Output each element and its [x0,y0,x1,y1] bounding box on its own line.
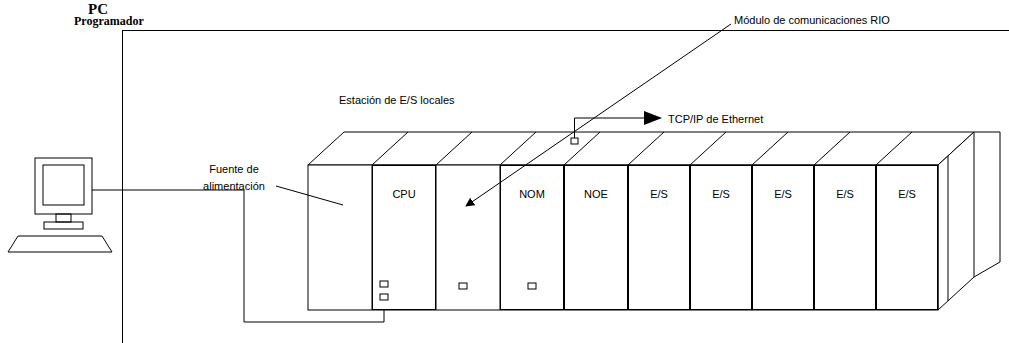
module-label: NOE [584,188,608,200]
module-label: E/S [836,188,854,200]
io-module: E/S [690,165,752,310]
ethernet-line [575,118,649,138]
nom-module: NOM [500,165,564,310]
power-leader [276,186,343,205]
module-label: E/S [712,188,730,200]
module-label: NOM [519,188,545,200]
rack [308,132,1000,310]
io-module: E/S [876,165,938,310]
callout-label: Fuente de alimentación [190,161,278,194]
cpu-module: CPU [372,165,436,310]
module-label: E/S [650,188,668,200]
module-label: E/S [898,188,916,200]
station-label: Estación de E/S locales [339,94,455,106]
io-module: E/S [628,165,690,310]
network-label: TCP/IP de Ethernet [668,111,763,128]
io-module: E/S [752,165,814,310]
pc-subtitle: Programador [74,15,144,27]
noe-module: NOE [564,165,628,310]
module-label: CPU [392,188,415,200]
ethernet-arrow [644,111,662,125]
module-label: E/S [774,188,792,200]
io-module: E/S [814,165,876,310]
pc-icon [8,158,112,252]
callout-label: Módulo de comunicaciones RIO [734,12,890,29]
status-leds [380,138,578,300]
